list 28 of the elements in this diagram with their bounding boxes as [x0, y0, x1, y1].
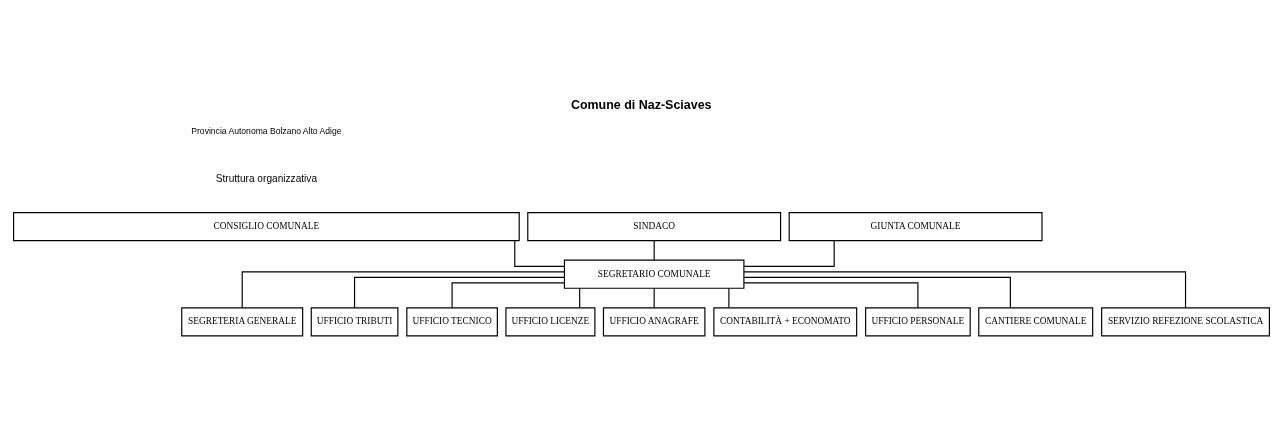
label: Provincia Autonoma Bolzano Alto Adige: [191, 125, 342, 136]
connector: [743, 281, 919, 308]
diagram-title: Comune di Naz-Sciaves: [570, 97, 712, 112]
node-box: CONTABILITÀ + ECONOMATO: [713, 306, 858, 336]
node-box: CANTIERE COMUNALE: [978, 306, 1094, 336]
label: Struttura organizzativa: [215, 172, 318, 184]
node-box: GIUNTA COMUNALE: [788, 211, 1043, 241]
connector: [353, 276, 565, 308]
connector: [653, 287, 655, 308]
node-box: SINDACO: [527, 211, 782, 241]
node-box: UFFICIO LICENZE: [505, 306, 596, 336]
connector: [579, 287, 581, 308]
connector: [653, 239, 655, 261]
node-box: SEGRETARIO COMUNALE: [563, 259, 745, 289]
node-box: UFFICIO ANAGRAFE: [602, 306, 706, 336]
node-box: SERVIZIO REFEZIONE SCOLASTICA: [1101, 306, 1270, 336]
node-box: UFFICIO TRIBUTI: [310, 306, 399, 336]
connector: [743, 270, 1187, 308]
node-box: CONSIGLIO COMUNALE: [13, 211, 520, 241]
connector: [743, 239, 835, 267]
connector: [728, 287, 730, 308]
node-box: UFFICIO PERSONALE: [865, 306, 971, 336]
connector: [241, 270, 565, 308]
connector: [743, 276, 1011, 308]
node-box: UFFICIO TECNICO: [406, 306, 498, 336]
node-box: SEGRETERIA GENERALE: [181, 306, 304, 336]
connector: [514, 239, 565, 267]
connector: [451, 281, 565, 308]
